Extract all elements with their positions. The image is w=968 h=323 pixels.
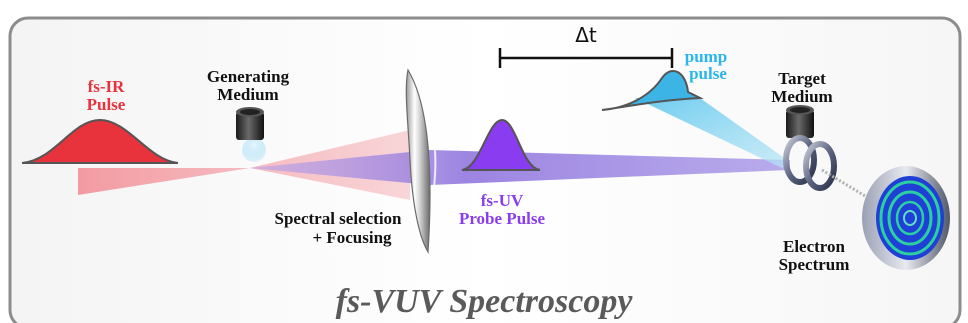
target-medium-nozzle (786, 105, 814, 138)
generating-medium-nozzle (236, 107, 266, 162)
pump-pulse-label-line2: pulse (689, 64, 727, 83)
pump-beam (635, 98, 790, 168)
delay-bracket (498, 48, 674, 68)
electron-spectrum-label-line1: Electron (783, 237, 846, 256)
diagram-title: fs-VUV Spectroscopy (336, 283, 634, 320)
ir-pulse-label-line2: Pulse (87, 95, 126, 114)
target-medium-label-line2: Medium (771, 87, 832, 106)
focusing-optic (405, 68, 437, 254)
generating-medium-label-line1: Generating (207, 67, 290, 86)
uv-probe-label-line2: Probe Pulse (459, 209, 546, 228)
pump-pulse-label-line1: pump (685, 47, 728, 66)
uv-pulse-shape (461, 118, 541, 171)
target-medium-label-line1: Target (778, 69, 826, 88)
uv-probe-label-line1: fs-UV (481, 191, 524, 210)
delay-label: Δt (575, 23, 597, 47)
ir-beam (78, 130, 410, 200)
ir-pulse-shape (21, 118, 179, 164)
spectral-selection-label-line2: + Focusing (312, 228, 392, 247)
electron-lens-rings (783, 135, 837, 191)
spectral-selection-label-line1: Spectral selection (275, 209, 403, 228)
ir-pulse-label-line1: fs-IR (88, 77, 126, 96)
generating-medium-label-line2: Medium (217, 85, 278, 104)
pump-pulse-shape (601, 70, 704, 111)
electron-spectrum-label-line2: Spectrum (779, 255, 850, 274)
electron-detector (862, 166, 950, 270)
